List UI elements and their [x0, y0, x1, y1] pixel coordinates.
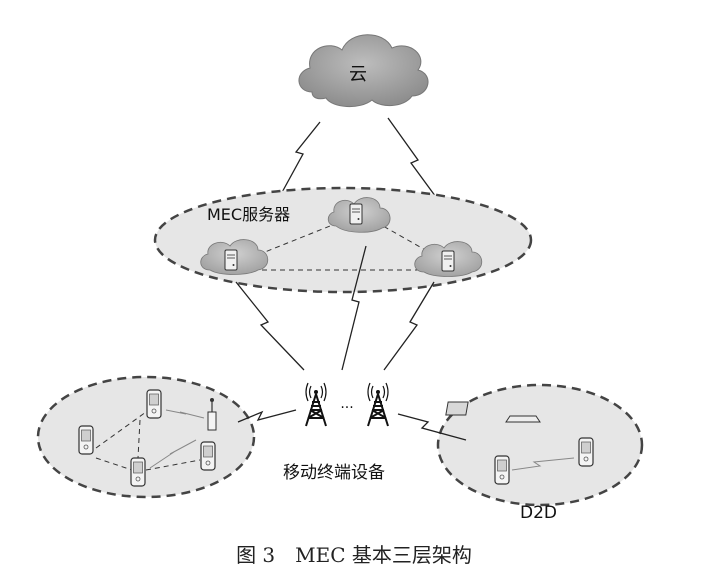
d2d-wireless-link: [511, 457, 575, 471]
phone-icon: [200, 441, 216, 471]
base-station-tower-icon: [305, 382, 327, 427]
left-device-links: [95, 411, 201, 471]
ellipsis: ···: [340, 400, 353, 416]
mec-node-center: [327, 197, 391, 233]
phone-icon: [130, 457, 146, 487]
server-icon: [441, 250, 455, 272]
server-icon: [349, 203, 363, 225]
mec-tower-links: [235, 245, 435, 371]
d2d-ellipse: [436, 383, 644, 507]
terminal-label: 移动终端设备: [283, 463, 385, 483]
cloud-label: 云: [349, 64, 367, 85]
d2d-label: D2D: [520, 503, 557, 523]
phone-icon: [494, 455, 510, 485]
left-device-ellipse: [36, 375, 256, 499]
cloud-links: [279, 117, 445, 209]
base-station-tower-icon: [367, 382, 389, 427]
mec-node-left: [200, 239, 269, 275]
left-wireless-links: [149, 409, 205, 469]
right-tower-link: [397, 413, 467, 441]
phone-icon: [146, 389, 162, 419]
mec-node-right: [414, 241, 483, 277]
small-antenna-icon: [207, 398, 217, 431]
server-icon: [224, 249, 238, 271]
phone-icon: [78, 425, 94, 455]
left-tower-link: [237, 409, 297, 423]
cloud-shape: [298, 34, 429, 107]
laptop-icon: [445, 401, 541, 423]
mec-label: MEC服务器: [207, 205, 290, 224]
phone-icon: [578, 437, 594, 467]
figure-caption: 图 3 MEC 基本三层架构: [236, 543, 472, 567]
